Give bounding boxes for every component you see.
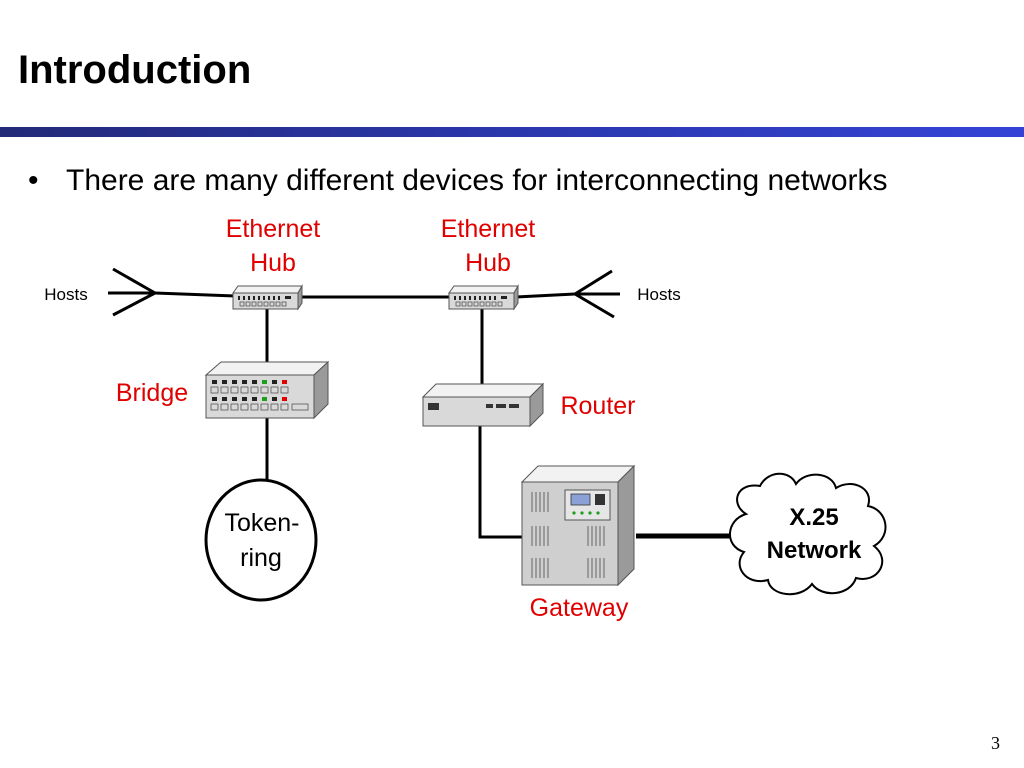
cables	[154, 291, 576, 539]
hosts-left-label: Hosts	[44, 285, 87, 304]
token-ring-shape	[204, 478, 318, 602]
cable-router-gateway	[478, 426, 522, 539]
token-ring-label-line1: Token-	[224, 509, 299, 537]
router-label: Router	[560, 392, 635, 420]
bullet-dot: •	[28, 164, 39, 197]
hub-left-label-line1: Ethernet	[226, 215, 321, 243]
hosts-right-fan	[574, 269, 620, 319]
cable-left-hosts-hub	[154, 291, 236, 298]
x25-label-line2: Network	[767, 537, 862, 564]
hub-right-label-line1: Ethernet	[441, 215, 536, 243]
hosts-left-fan	[108, 267, 156, 317]
hub-right-label-line2: Hub	[465, 249, 511, 277]
bridge-label: Bridge	[116, 379, 188, 407]
bullet-text: There are many different devices for int…	[66, 164, 888, 197]
bullet-item: • There are many different devices for in…	[28, 160, 888, 202]
x25-label-line1: X.25	[789, 504, 838, 531]
slide-title: Introduction	[18, 48, 252, 92]
token-ring-label-line2: ring	[240, 544, 282, 572]
hub-left-label-line2: Hub	[250, 249, 296, 277]
x25-cloud-shape	[729, 472, 887, 596]
hosts-right-label: Hosts	[637, 285, 680, 304]
cable-hub-right-hosts	[515, 292, 576, 299]
gateway-label: Gateway	[530, 594, 629, 622]
gateway-icon	[520, 464, 636, 587]
title-rule	[0, 127, 1024, 137]
ethernet-hub-left-icon	[232, 284, 303, 311]
ethernet-hub-right-icon	[448, 284, 519, 311]
page-number: 3	[991, 733, 1000, 753]
router-icon	[421, 382, 545, 428]
bridge-icon	[204, 360, 330, 420]
